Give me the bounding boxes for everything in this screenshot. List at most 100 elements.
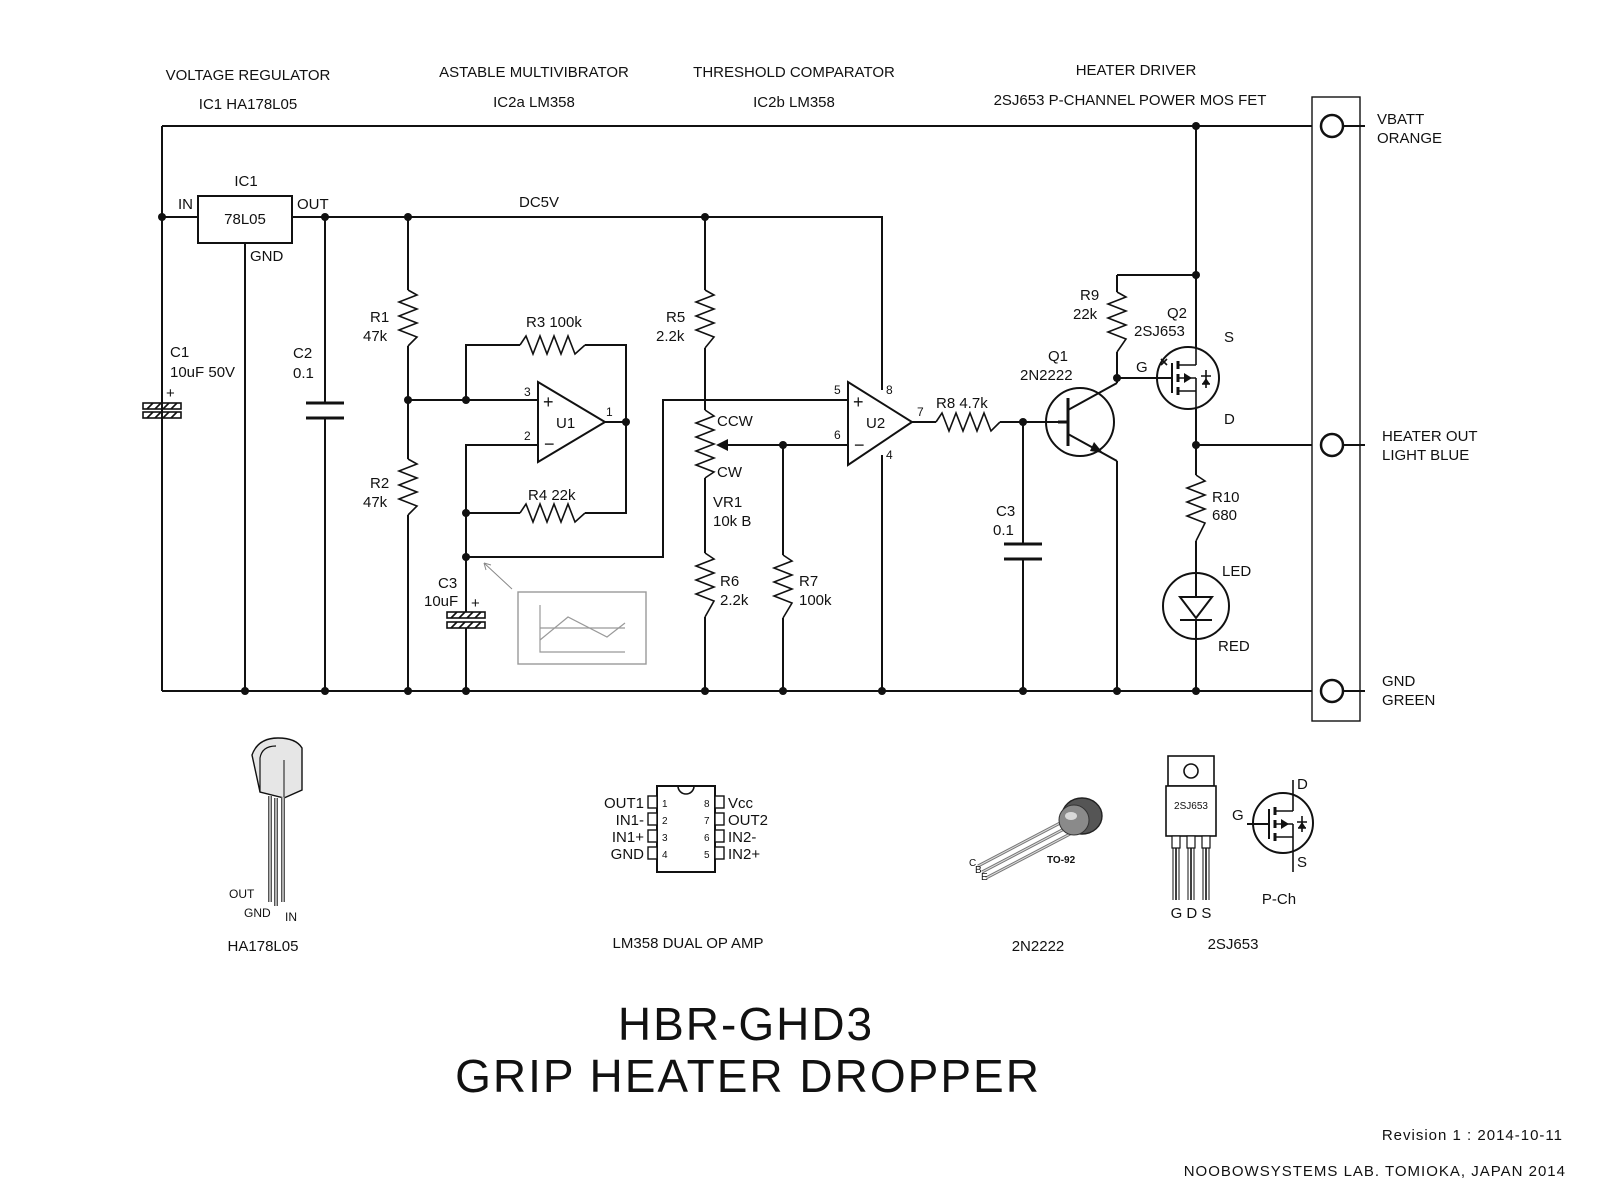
n2n2222-pkg: TO-92: [1047, 855, 1076, 866]
r6-ref: R6: [720, 573, 739, 590]
c2-value: 0.1: [293, 365, 314, 382]
c2-ref: C2: [293, 345, 312, 362]
u2-opamp: + − U2 5 6 8 4 7: [834, 380, 924, 467]
terminal-gnd: [1319, 678, 1345, 704]
r5-value: 2.2k: [656, 328, 685, 345]
sj653-pins: G D S: [1171, 905, 1212, 922]
r1-ref: R1: [370, 309, 389, 326]
sj653-caption: 2SJ653: [1208, 936, 1259, 953]
lm358-pin1-num: 1: [662, 799, 668, 810]
vr1-ccw: CCW: [717, 413, 754, 430]
package-2n2222: C B E TO-92 2N2222: [969, 797, 1103, 955]
lm358-pin6-num: 6: [704, 833, 710, 844]
q2-mosfet: Q2 2SJ653 G S D: [1134, 305, 1235, 428]
c1-value: 10uF 50V: [170, 364, 235, 381]
c3-polarity: +: [471, 595, 480, 612]
q2-ref: Q2: [1167, 305, 1187, 322]
terminal-block: VBATT ORANGE HEATER OUT LIGHT BLUE GND G…: [1311, 96, 1478, 722]
c1-polarity: +: [166, 385, 175, 402]
lm358-pin4-num: 4: [662, 850, 668, 861]
c3-ref: C3: [438, 575, 457, 592]
u2-pin4: 4: [886, 448, 893, 462]
terminal-vbatt-name: VBATT: [1377, 111, 1424, 128]
u2-ref: U2: [866, 415, 885, 432]
lm358-pin7-name: OUT2: [728, 812, 768, 829]
ic1-out-label: OUT: [297, 196, 329, 213]
r6-value: 2.2k: [720, 592, 749, 609]
section-driver-sub: 2SJ653 P-CHANNEL POWER MOS FET: [994, 92, 1267, 109]
c2-capacitor: C2 0.1: [293, 345, 344, 420]
r1-resistor: R1 47k: [363, 289, 420, 347]
lm358-pin3-name: IN1+: [612, 829, 644, 846]
c3-filter-capacitor: C3 0.1: [993, 503, 1042, 561]
r6-resistor: R6 2.2k: [693, 552, 749, 618]
section-regulator-sub: IC1 HA178L05: [199, 96, 297, 113]
q1-ref: Q1: [1048, 348, 1068, 365]
vr1-ref: VR1: [713, 494, 742, 511]
lm358-pin3-num: 3: [662, 833, 668, 844]
sj653-g-label: G: [1232, 807, 1244, 824]
lm358-pin2-name: IN1-: [616, 812, 644, 829]
lm358-pin1-name: OUT1: [604, 795, 644, 812]
r5-resistor: R5 2.2k: [656, 289, 717, 349]
c1-capacitor: + C1 10uF 50V: [142, 344, 235, 419]
revision-text: Revision 1 : 2014-10-11: [1382, 1127, 1563, 1144]
n2n2222-pin-e: E: [981, 872, 988, 883]
r7-resistor: R7 100k: [771, 554, 832, 619]
section-multivibrator-sub: IC2a LM358: [493, 94, 575, 111]
lm358-pin8-name: Vcc: [728, 795, 754, 812]
lm358-pin2-num: 2: [662, 816, 668, 827]
r2-ref: R2: [370, 475, 389, 492]
sj653-type: P-Ch: [1262, 891, 1296, 908]
package-2sj653: 2SJ653 G D S 2SJ653 G D S P-Ch: [1165, 755, 1314, 953]
terminal-gnd-name: GND: [1382, 673, 1416, 690]
lm358-pin7-num: 7: [704, 816, 710, 827]
r10-ref: R10: [1212, 489, 1240, 506]
u2-minus: −: [854, 435, 865, 455]
package-ha178l05: OUT GND IN HA178L05: [228, 737, 303, 955]
u2-pin8: 8: [886, 383, 893, 397]
ic1-regulator: IC1 78L05 IN OUT GND: [178, 173, 329, 265]
sj653-s-label: S: [1297, 854, 1307, 871]
n2n2222-caption: 2N2222: [1012, 938, 1065, 955]
led-diode: LED RED: [1162, 563, 1251, 655]
junction-dots: [158, 122, 1200, 695]
n2n2222-pin-c: C: [969, 858, 976, 869]
r8-label: R8 4.7k: [936, 395, 988, 412]
r4-resistor: R4 22k: [519, 487, 586, 525]
led-ref: LED: [1222, 563, 1251, 580]
ha178l05-pin-gnd: GND: [244, 906, 271, 920]
u1-ref: U1: [556, 415, 575, 432]
c3-value: 10uF: [424, 593, 458, 610]
r3-label: R3 100k: [526, 314, 582, 331]
terminal-vbatt: [1319, 113, 1345, 139]
credit-text: NOOBOWSYSTEMS LAB. TOMIOKA, JAPAN 2014: [1184, 1163, 1566, 1180]
ic1-in-label: IN: [178, 196, 193, 213]
r10-value: 680: [1212, 507, 1237, 524]
sj653-marking: 2SJ653: [1174, 801, 1208, 812]
n2n2222-pin-b: B: [975, 865, 982, 876]
package-lm358: OUT1 IN1- IN1+ GND 1 2 3 4 8 7 6 5 Vcc O…: [604, 785, 768, 952]
title-line1: HBR-GHD3: [618, 998, 874, 1050]
ic1-gnd-label: GND: [250, 248, 284, 265]
sj653-d-label: D: [1297, 776, 1308, 793]
c3b-value: 0.1: [993, 522, 1014, 539]
lm358-pin5-name: IN2+: [728, 846, 760, 863]
c3b-ref: C3: [996, 503, 1015, 520]
u2-plus: +: [853, 392, 864, 412]
r9-resistor: R9 22k: [1073, 287, 1129, 353]
u1-pin1: 1: [606, 405, 613, 419]
section-comparator-sub: IC2b LM358: [753, 94, 835, 111]
section-multivibrator-title: ASTABLE MULTIVIBRATOR: [439, 64, 629, 81]
r2-resistor: R2 47k: [363, 458, 420, 516]
u1-plus: +: [543, 392, 554, 412]
q1-transistor: Q1 2N2222: [1020, 348, 1118, 462]
vr1-value: 10k B: [713, 513, 751, 530]
r7-value: 100k: [799, 592, 832, 609]
q2-s-label: S: [1224, 329, 1234, 346]
u2-pin6: 6: [834, 428, 841, 442]
u1-minus: −: [544, 434, 555, 454]
terminal-heater-color: LIGHT BLUE: [1382, 447, 1469, 464]
r3-resistor: R3 100k: [519, 314, 586, 357]
dc5v-label: DC5V: [519, 194, 559, 211]
